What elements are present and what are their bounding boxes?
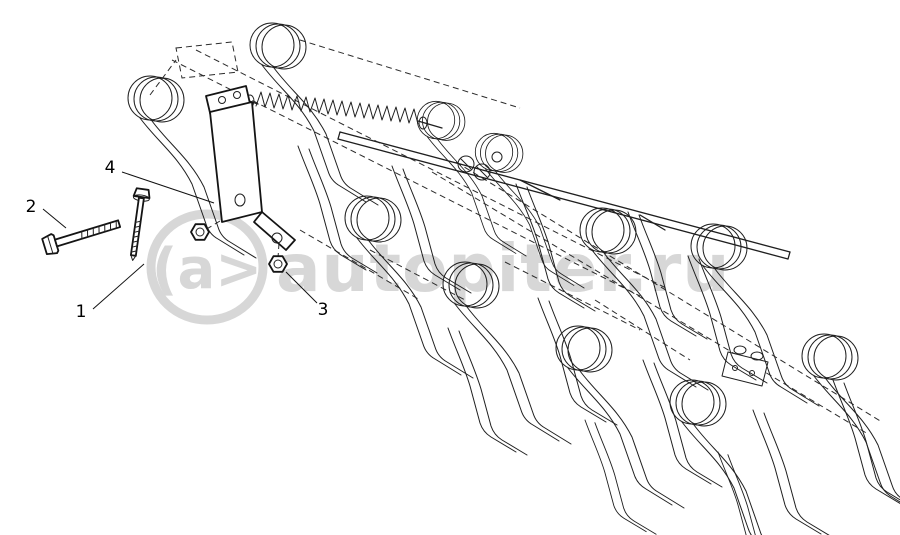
nut-part: [268, 255, 288, 273]
callout-2: 2: [26, 197, 67, 229]
bearing-detail: [457, 151, 503, 181]
callout-3: 3: [285, 271, 329, 320]
callout-label: 2: [26, 197, 37, 217]
leader-line: [42, 208, 67, 229]
tine-arm: [537, 297, 618, 426]
watermark-logo-text: (a>: [152, 237, 262, 302]
nut-part: [190, 223, 210, 241]
watermark-site-text: autopiter.ru: [276, 230, 730, 307]
callout-4: 4: [105, 158, 215, 204]
callout-label: 4: [105, 158, 116, 178]
bracket-part: [205, 85, 296, 251]
leader-line: [285, 271, 318, 304]
tine-arm: [447, 327, 528, 456]
watermark-logo-ring: [146, 209, 268, 325]
watermark: (a> autopiter.ru: [146, 209, 730, 325]
callout-label: 3: [318, 300, 329, 320]
screw-part: [129, 187, 151, 261]
frame-solid-lines: [245, 99, 791, 260]
leader-line: [121, 171, 215, 204]
tine-arm: [752, 409, 833, 535]
spring-tine: [249, 22, 379, 206]
spring-tine: [669, 379, 799, 535]
bolt-part: [41, 219, 122, 256]
callout-label: 1: [76, 302, 87, 322]
callouts: 1 2 3 4: [26, 158, 329, 322]
callout-1: 1: [76, 263, 145, 322]
leader-line: [92, 263, 145, 310]
tine-arm: [584, 419, 657, 535]
